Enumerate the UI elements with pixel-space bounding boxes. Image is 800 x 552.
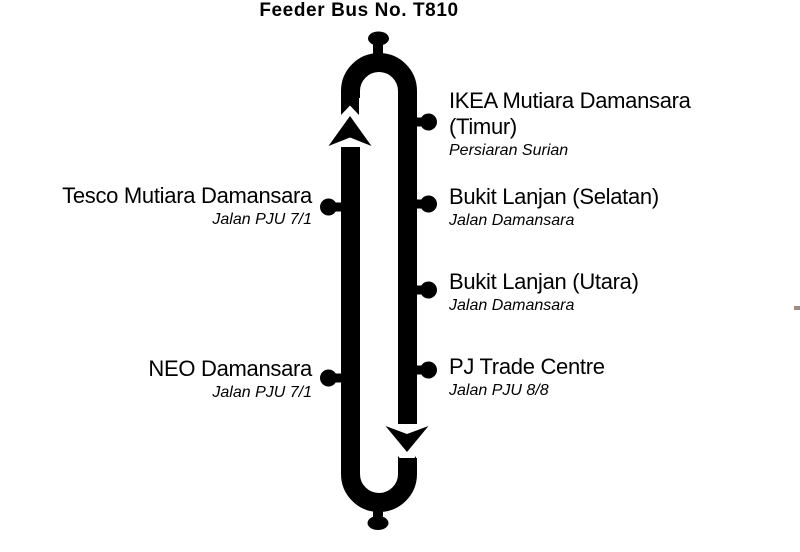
stop-name: PJ Trade Centre xyxy=(449,354,605,379)
stop-road: Jalan PJU 7/1 xyxy=(212,211,312,228)
stop-name: Tesco Mutiara Damansara xyxy=(62,183,312,208)
stop-marker-bukit-lanjan-selatan xyxy=(414,195,437,213)
stop-road: Persiaran Surian xyxy=(449,142,569,159)
direction-down-arrow-icon xyxy=(385,424,429,474)
stop-road: Jalan Damansara xyxy=(449,212,575,229)
stop-label-bukit-lanjan-selatan: Bukit Lanjan (Selatan) Jalan Damansara xyxy=(449,184,659,229)
stop-marker-pj-trade-centre xyxy=(414,361,437,379)
stop-name: Bukit Lanjan (Utara) xyxy=(449,269,639,294)
stop-label-bukit-lanjan-utara: Bukit Lanjan (Utara) Jalan Damansara xyxy=(449,269,639,314)
stop-road: Jalan PJU 7/1 xyxy=(212,384,312,401)
route-terminal-stub-bottom-icon xyxy=(367,501,389,530)
stop-label-neo-damansara: NEO Damansara Jalan PJU 7/1 xyxy=(148,356,312,401)
stop-marker-bukit-lanjan-utara xyxy=(414,281,437,299)
stop-name: Bukit Lanjan (Selatan) xyxy=(449,184,659,209)
stop-label-tesco-mutiara-damansara: Tesco Mutiara Damansara Jalan PJU 7/1 xyxy=(62,183,312,228)
stop-label-ikea-mutiara-damansara-timur: IKEA Mutiara Damansara (Timur) Persiaran… xyxy=(449,88,691,159)
stop-marker-neo-damansara xyxy=(320,369,343,387)
diagram-title: Feeder Bus No. T810 xyxy=(259,0,459,21)
stop-name: NEO Damansara xyxy=(148,356,312,381)
stop-road: Jalan Damansara xyxy=(449,297,575,314)
edge-artifact xyxy=(794,306,800,310)
stop-road: Jalan PJU 8/8 xyxy=(449,382,549,399)
route-terminal-stub-top-icon xyxy=(368,31,389,57)
direction-up-arrow-icon xyxy=(328,96,372,147)
stop-name-line2: (Timur) xyxy=(449,114,517,139)
stop-name: IKEA Mutiara Damansara xyxy=(449,88,691,113)
stop-label-pj-trade-centre: PJ Trade Centre Jalan PJU 8/8 xyxy=(449,354,605,399)
stop-marker-tesco-mutiara-damansara xyxy=(320,198,343,216)
stop-marker-ikea-mutiara-damansara-timur xyxy=(414,113,437,131)
